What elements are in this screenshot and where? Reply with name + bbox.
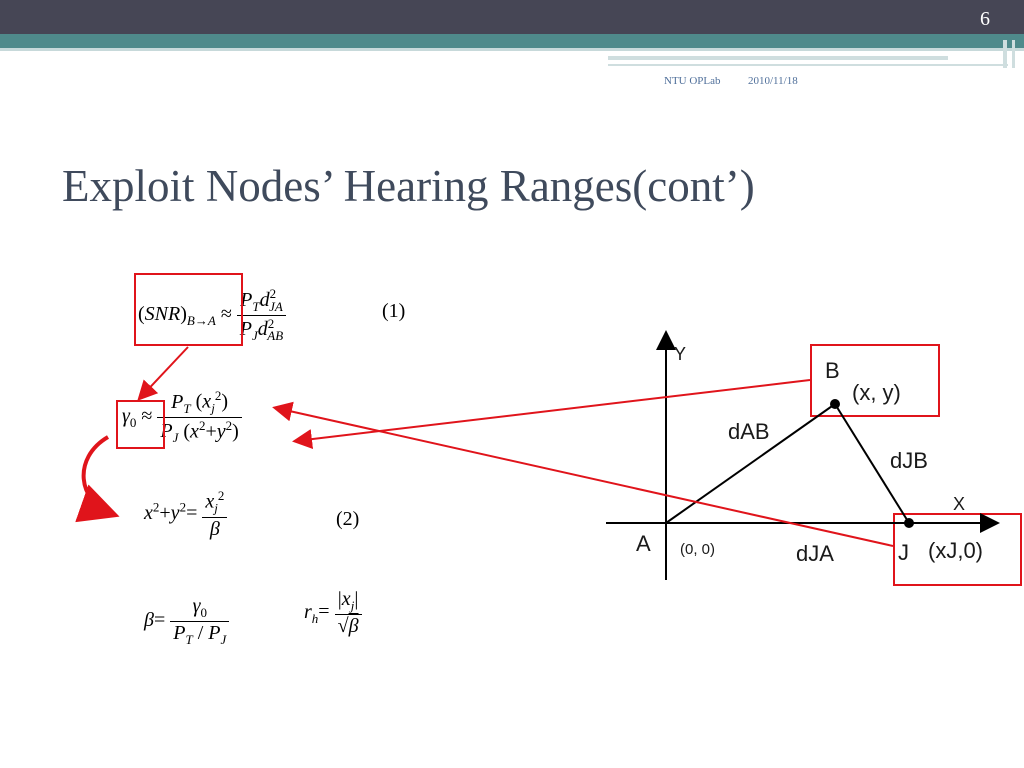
footer-date: 2010/11/18: [748, 75, 798, 87]
header-deco-tick: [1003, 40, 1007, 68]
slide-title: Exploit Nodes’ Hearing Ranges(cont’): [62, 161, 755, 211]
highlight-box-point-b: [810, 344, 940, 417]
distance-ja-label: dJA: [796, 541, 834, 566]
segment-ab: [665, 403, 836, 524]
x-axis-label: X: [953, 494, 966, 514]
point-a-label: A: [636, 531, 651, 556]
equation-gamma: γ0 ≈ PT (xj2)PJ (x2+y2): [122, 388, 242, 446]
y-axis-label: Y: [674, 344, 687, 364]
equation-number-1: (1): [382, 300, 406, 322]
arrow-snr-to-gamma: [137, 346, 189, 401]
point-j-label: J: [898, 540, 909, 565]
header-deco-line: [608, 64, 1008, 66]
equation-hearing-range: rh= |xj|√β: [304, 588, 362, 638]
distance-jb-label: dJB: [890, 448, 928, 473]
arrow-j-to-numerator: [272, 401, 894, 547]
highlight-box-gamma: [116, 400, 165, 449]
header-bar: [0, 0, 1024, 34]
slide-number: 6: [980, 8, 990, 30]
equation-number-2: (2): [336, 508, 360, 530]
highlight-box-snr: [134, 273, 243, 346]
footer-org: NTU OPLab: [664, 75, 721, 87]
highlight-box-point-j: [893, 513, 1022, 586]
point-j-coord: (xJ,0): [928, 538, 983, 563]
arrow-curved-derivation: [75, 435, 120, 523]
header-accent-bar: [0, 34, 1024, 48]
point-b-coord: (x, y): [852, 380, 901, 405]
distance-ab-label: dAB: [728, 419, 770, 444]
header-deco-tick: [1012, 40, 1015, 68]
header-deco-line: [608, 56, 948, 60]
segment-bj: [834, 403, 910, 524]
point-b-label: B: [825, 358, 840, 383]
header-divider: [0, 48, 1024, 51]
point-j-dot: [904, 518, 914, 528]
point-b-dot: [830, 399, 840, 409]
point-a-coord: (0, 0): [680, 541, 716, 558]
